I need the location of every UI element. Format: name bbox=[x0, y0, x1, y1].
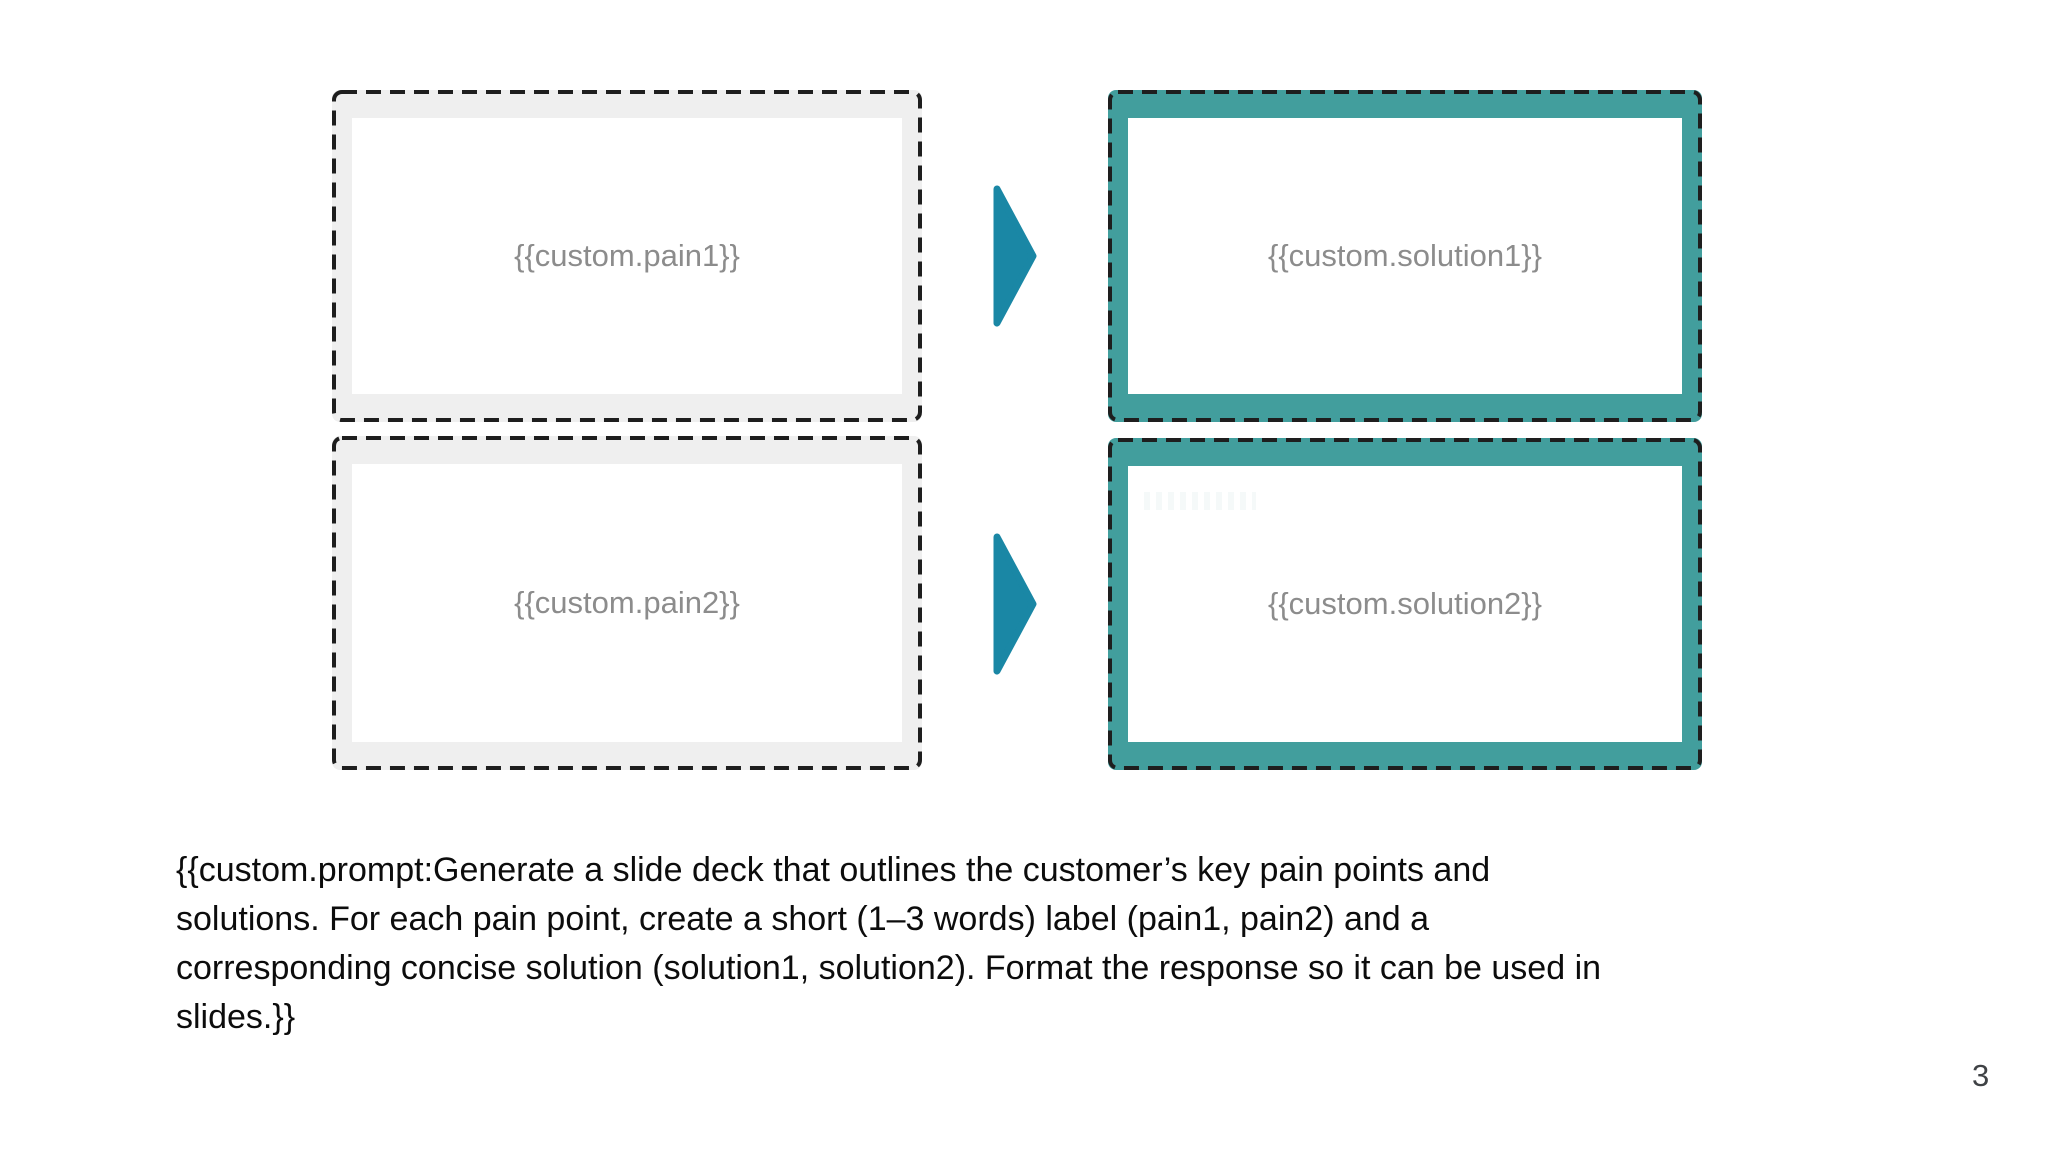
prompt-line: {{custom.prompt:Generate a slide deck th… bbox=[176, 851, 1491, 889]
ghost-text-artifact bbox=[1144, 492, 1256, 510]
solution1-inner-panel: {{custom.solution1}} bbox=[1128, 118, 1682, 394]
pain2-label: {{custom.pain2}} bbox=[514, 585, 740, 620]
prompt-text-block[interactable]: {{custom.prompt:Generate a slide deck th… bbox=[176, 846, 1886, 1042]
arrow-right-icon bbox=[993, 533, 1037, 675]
solution1-placeholder-box[interactable]: {{custom.solution1}} bbox=[1108, 90, 1702, 422]
pain2-inner-panel: {{custom.pain2}} bbox=[352, 464, 902, 742]
arrow-right-icon bbox=[993, 185, 1037, 327]
page-number: 3 bbox=[1972, 1058, 1990, 1093]
pain1-placeholder-box[interactable]: {{custom.pain1}} bbox=[332, 90, 922, 422]
solution2-placeholder-box[interactable]: {{custom.solution2}} bbox=[1108, 438, 1702, 770]
pain1-label: {{custom.pain1}} bbox=[514, 238, 740, 273]
prompt-line: corresponding concise solution (solution… bbox=[176, 949, 1602, 987]
pain2-placeholder-box[interactable]: {{custom.pain2}} bbox=[332, 436, 922, 770]
solution2-inner-panel: {{custom.solution2}} bbox=[1128, 466, 1682, 742]
pain1-inner-panel: {{custom.pain1}} bbox=[352, 118, 902, 394]
solution1-label: {{custom.solution1}} bbox=[1267, 238, 1543, 273]
prompt-line: slides.}} bbox=[176, 998, 296, 1036]
solution2-label: {{custom.solution2}} bbox=[1267, 586, 1543, 621]
prompt-line: solutions. For each pain point, create a… bbox=[176, 900, 1430, 938]
